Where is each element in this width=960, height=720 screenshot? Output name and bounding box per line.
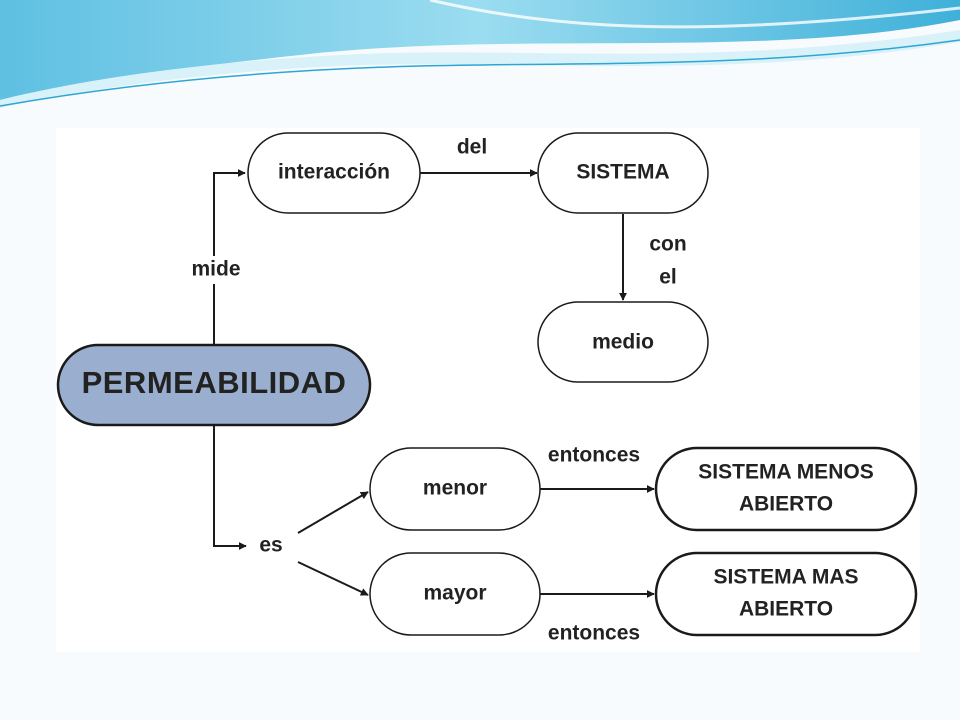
node-sistema-mas-line2: ABIERTO (739, 598, 833, 621)
link-label-con: con (649, 233, 686, 256)
node-interaccion: interacción (247, 132, 421, 214)
link-label-es: es (259, 534, 282, 557)
node-menor-label: menor (423, 477, 487, 500)
link-label-entonces-top: entonces (548, 444, 640, 467)
connector-root-to-interaccion (213, 169, 246, 345)
node-mayor: mayor (369, 552, 541, 636)
node-sistema-menos-line1: SISTEMA MENOS (698, 461, 873, 484)
header-wave-decoration (0, 0, 960, 108)
connector-es-to-menor (297, 491, 369, 534)
node-sistema-label: SISTEMA (576, 161, 669, 184)
node-sistema-menos-abierto: SISTEMA MENOS ABIERTO (654, 446, 918, 532)
link-label-el: el (659, 266, 677, 289)
node-mayor-label: mayor (423, 582, 486, 605)
node-root: PERMEABILIDAD (56, 343, 372, 427)
node-medio: medio (537, 301, 709, 383)
node-root-label: PERMEABILIDAD (82, 365, 347, 400)
connector-es-to-mayor (297, 561, 369, 596)
link-label-del: del (457, 136, 487, 159)
node-menor: menor (369, 447, 541, 531)
node-sistema-mas-line1: SISTEMA MAS (713, 566, 858, 589)
link-label-mide: mide (191, 258, 240, 281)
connector-root-to-es (213, 425, 247, 550)
link-label-entonces-bottom: entonces (548, 622, 640, 645)
node-interaccion-label: interacción (278, 161, 390, 184)
node-medio-label: medio (592, 331, 654, 354)
node-sistema: SISTEMA (537, 132, 709, 214)
node-sistema-menos-line2: ABIERTO (739, 493, 833, 516)
node-sistema-mas-abierto: SISTEMA MAS ABIERTO (654, 551, 918, 637)
